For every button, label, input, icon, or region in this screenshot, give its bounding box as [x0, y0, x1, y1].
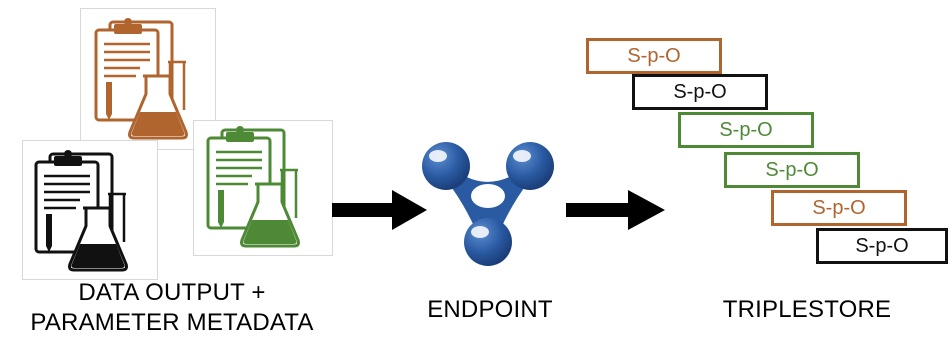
- sources-caption-line2: PARAMETER METADATA: [30, 309, 314, 336]
- clipboard-flask-icon: [34, 150, 128, 272]
- triple-label: S-p-O: [765, 158, 819, 181]
- sparql-endpoint-icon: [422, 142, 554, 266]
- triple-label: S-p-O: [719, 118, 773, 141]
- sources-caption-line1: DATA OUTPUT +: [78, 279, 266, 306]
- triple-box: S-p-O: [586, 38, 722, 74]
- triple-box: S-p-O: [771, 190, 907, 226]
- triple-label: S-p-O: [812, 196, 866, 219]
- clipboard-flask-icon: [206, 126, 300, 248]
- triple-box: S-p-O: [678, 112, 814, 148]
- triple-box: S-p-O: [724, 152, 860, 188]
- sources-caption: DATA OUTPUT + PARAMETER METADATA: [0, 278, 344, 338]
- arrow-to-triplestore-icon: [566, 190, 665, 230]
- triple-label: S-p-O: [673, 80, 727, 103]
- arrow-to-endpoint-icon: [332, 190, 427, 230]
- triple-box: S-p-O: [816, 228, 948, 264]
- clipboard-flask-icon: [94, 18, 188, 140]
- triplestore-caption: TRIPLESTORE: [722, 296, 892, 323]
- endpoint-caption: ENDPOINT: [427, 296, 553, 323]
- triple-box: S-p-O: [632, 74, 768, 110]
- triple-label: S-p-O: [627, 44, 681, 67]
- triple-label: S-p-O: [855, 234, 909, 257]
